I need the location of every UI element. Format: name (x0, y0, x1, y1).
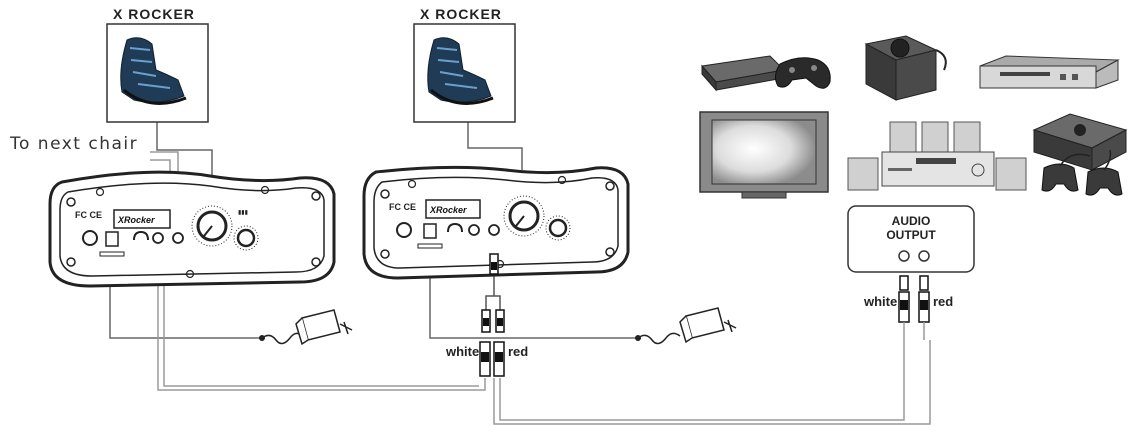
output-jack-red (918, 250, 930, 262)
next-chair-label: To next chair (10, 134, 139, 154)
output-jack-2 (488, 224, 500, 236)
chair-1 (106, 23, 209, 123)
audio-output-line-1: AUDIO (891, 214, 931, 228)
television-icon (699, 111, 829, 199)
center-rca-plugs (479, 253, 505, 377)
on-off-button-1 (82, 230, 98, 246)
chair-2-icon (427, 37, 492, 103)
power-adapter-2-icon (635, 307, 737, 345)
power-jack-2 (423, 223, 437, 239)
on-off-button-2 (396, 222, 412, 238)
chair1-wire (156, 122, 213, 176)
audio-output-label: AUDIO OUTPUT (856, 214, 966, 242)
svg-text:▮▮▮: ▮▮▮ (238, 210, 248, 216)
panel-1-brand: XRocker (117, 215, 155, 225)
audio-output-line-2: OUTPUT (886, 228, 936, 242)
chair-2 (413, 23, 516, 123)
center-red-label: red (508, 344, 529, 359)
control-panel-1: FC CE XRocker ▮▮▮ (48, 170, 336, 288)
output-jack-white (898, 250, 910, 262)
game-console-with-controller-icon (701, 55, 831, 92)
power-jack-1 (105, 231, 119, 247)
panel-2-brand: XRocker (429, 205, 467, 215)
bass-knob-2 (548, 218, 568, 238)
panel1-output-wire-2 (163, 262, 479, 387)
chair-1-title: X ROCKER (113, 6, 195, 22)
audio-output-box (847, 205, 975, 340)
home-theater-receiver-icon (847, 121, 1027, 191)
svg-text:FC CE: FC CE (75, 210, 102, 220)
headphone-icon-1 (133, 230, 149, 241)
input-jack-1 (152, 232, 164, 244)
svg-text:FC CE: FC CE (389, 202, 416, 212)
cube-console-icon (864, 35, 947, 101)
dvd-player-icon (979, 55, 1120, 89)
right-red-label: red (933, 294, 954, 309)
power-adapter-1-icon (259, 309, 353, 346)
chair2-wire (467, 122, 523, 170)
chair-1-icon (120, 37, 185, 103)
box-console-with-controllers-icon (1032, 113, 1128, 196)
y-split (485, 272, 501, 312)
center-to-output-wire-2 (499, 340, 905, 421)
chair-2-title: X ROCKER (420, 6, 502, 22)
output-jack-1 (172, 232, 184, 244)
headphone-icon-2 (447, 222, 463, 233)
right-white-label: white (864, 294, 898, 309)
input-jack-2 (468, 224, 480, 236)
center-to-output-wire-1 (493, 340, 931, 425)
center-white-label: white (446, 344, 480, 359)
bass-knob-1 (236, 228, 256, 248)
panel1-output-wire (157, 262, 486, 391)
control-panel-2: FC CE XRocker (362, 165, 630, 280)
